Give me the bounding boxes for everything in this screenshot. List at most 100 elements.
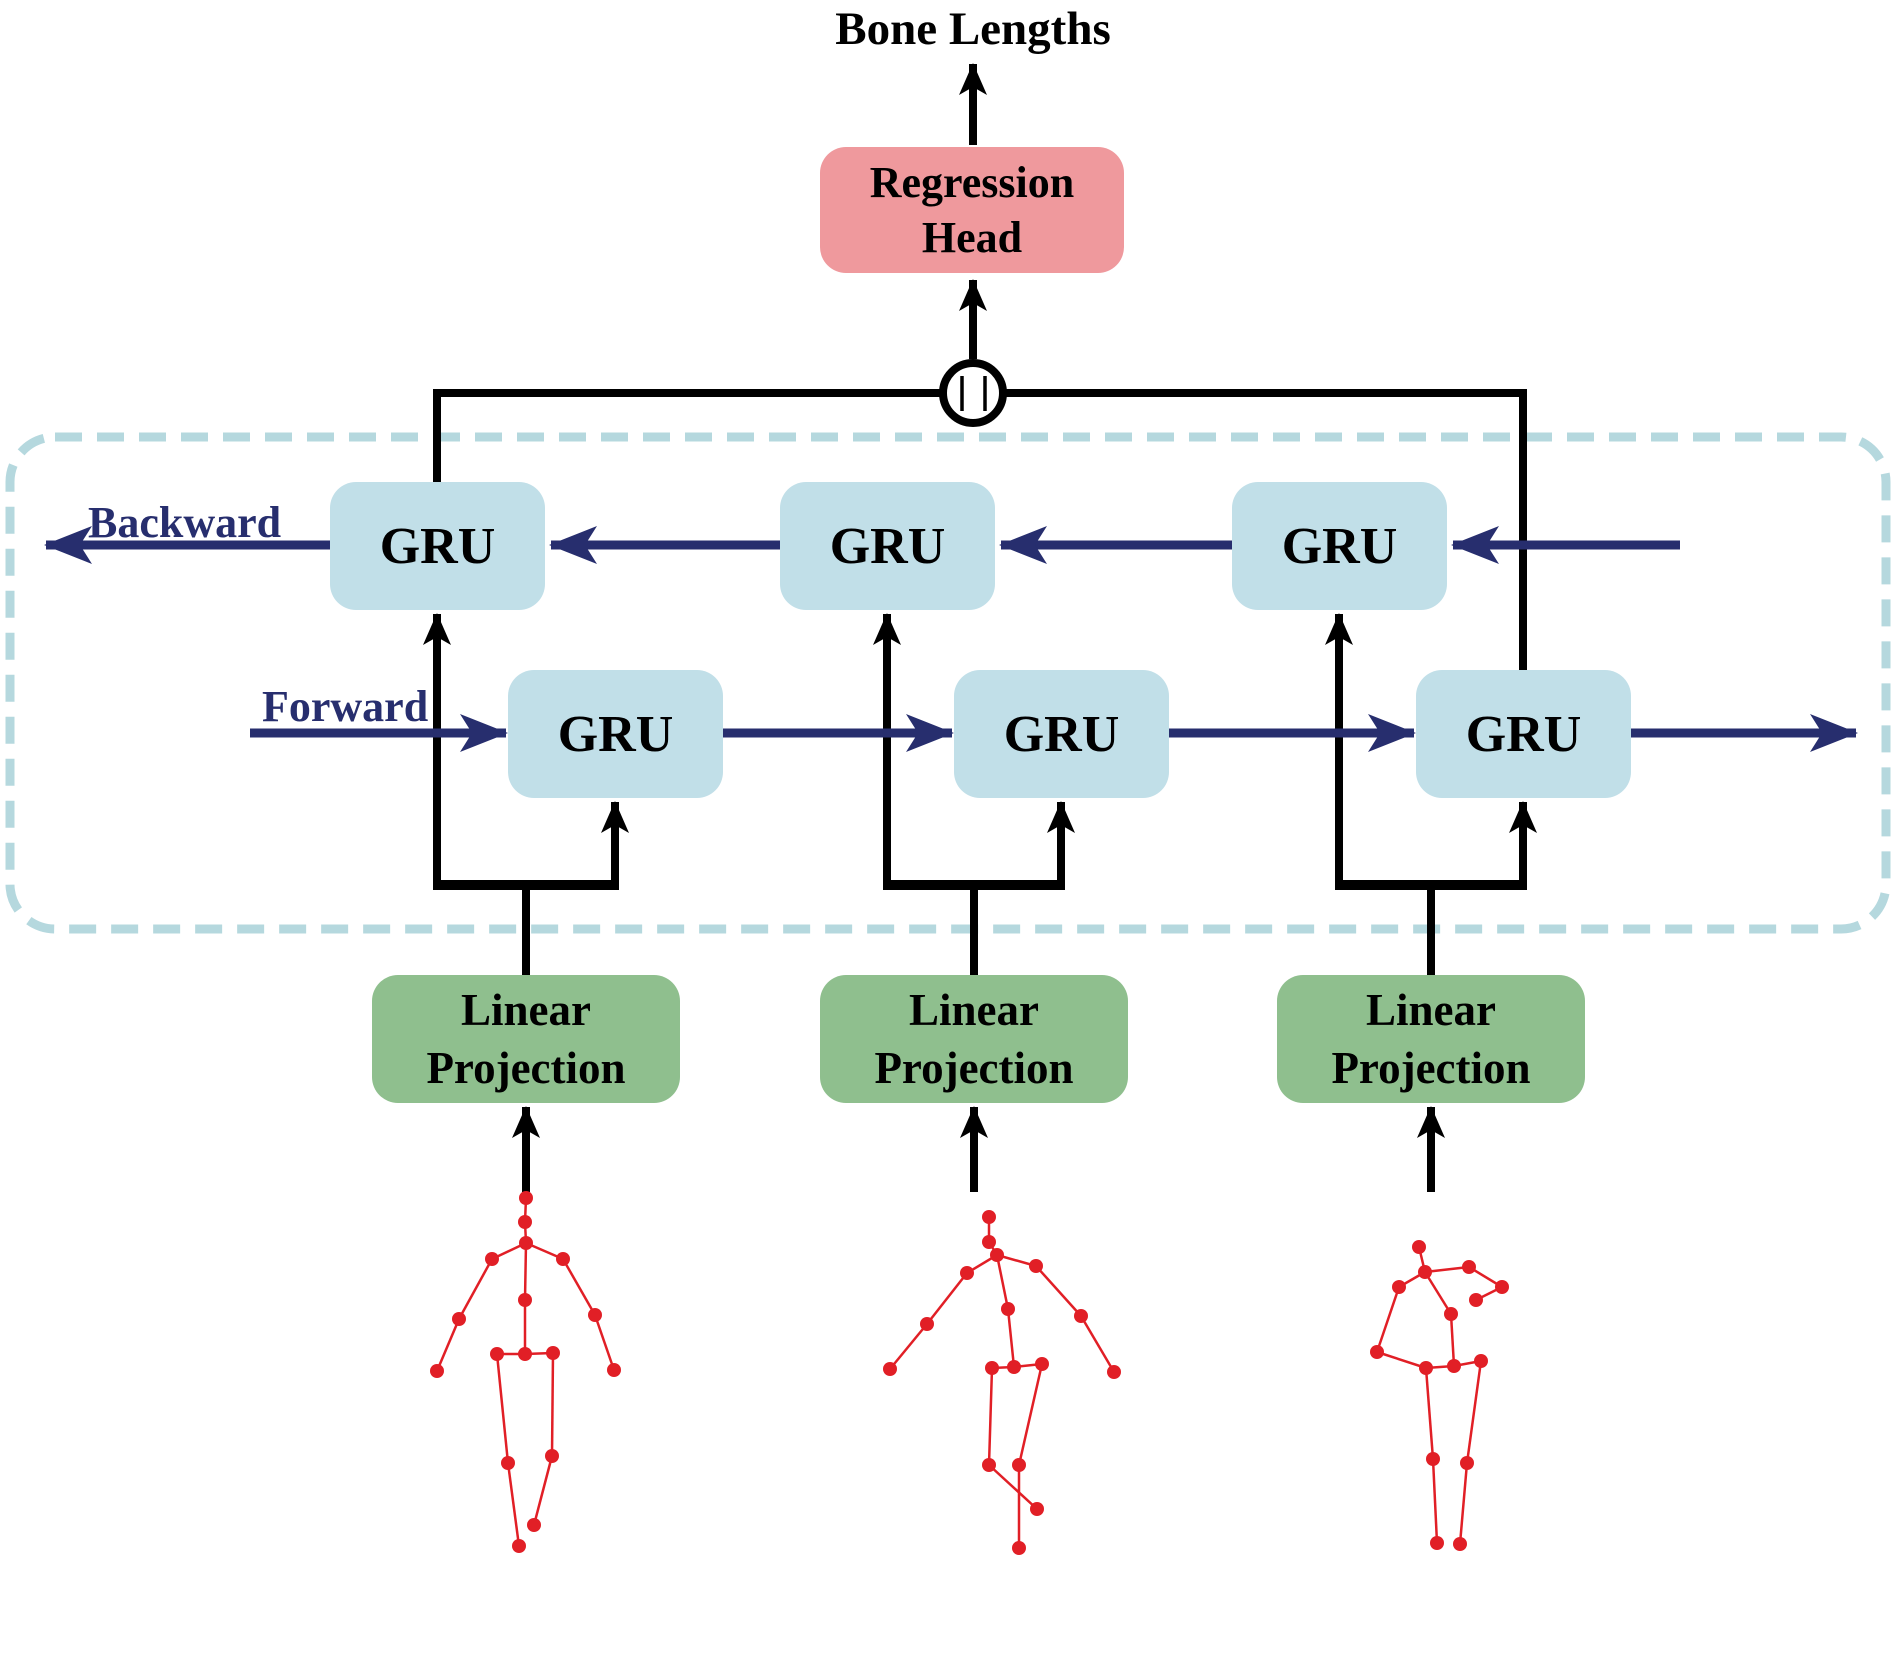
bone-le-lw [435, 1318, 461, 1372]
joint-neck [518, 1215, 532, 1229]
joint-lw [883, 1362, 897, 1376]
backward-gru-2: GRU [780, 482, 995, 610]
joint-re [588, 1308, 602, 1322]
joint-ls [960, 1266, 974, 1280]
joint-head [519, 1191, 533, 1205]
backward-gru-3: GRU [1232, 482, 1447, 610]
joint-lk [982, 1458, 996, 1472]
skeleton-pose-2 [883, 1210, 1121, 1555]
concat-icon [939, 359, 1007, 427]
joint-neck [982, 1235, 996, 1249]
backward-direction-label: Backward [88, 498, 282, 547]
bone-rh-rk [550, 1352, 555, 1457]
bone-lk-la [988, 1464, 1038, 1510]
joint-lh [985, 1361, 999, 1375]
bone-chest-pc [1006, 1308, 1016, 1368]
bone-rk-ra [1458, 1462, 1469, 1545]
bone-lh-lk [987, 1367, 994, 1466]
joint-ra [1453, 1537, 1467, 1551]
joint-rh [546, 1346, 560, 1360]
joint-rs [556, 1252, 570, 1266]
bone-le-lh [1376, 1350, 1427, 1370]
bone-lh-lk [1424, 1367, 1435, 1460]
joint-head [982, 1210, 996, 1224]
joint-rs [1462, 1260, 1476, 1274]
output-title: Bone Lengths [835, 3, 1111, 55]
bone-ls-le [926, 1272, 968, 1325]
bone-rh-rk [1017, 1363, 1044, 1466]
bone-rs-re [561, 1258, 597, 1316]
lp3-line1: Linear [1366, 984, 1496, 1035]
bone-sc-chest [995, 1254, 1010, 1310]
joint-la [1430, 1536, 1444, 1550]
bone-lk-la [1431, 1458, 1439, 1544]
regression-head-line1: Regression [869, 158, 1075, 207]
joint-pc [1007, 1360, 1021, 1374]
joint-le [452, 1312, 466, 1326]
bone-rh-rk [1465, 1360, 1483, 1464]
joint-pc [518, 1347, 532, 1361]
forward-gru-1: GRU [508, 670, 723, 798]
joint-ra [1012, 1541, 1026, 1555]
lp2-line2: Projection [874, 1043, 1074, 1093]
navy-connectors [44, 526, 1858, 752]
bone-re-rw [1079, 1315, 1116, 1373]
linear-projection-1: Linear Projection [372, 975, 680, 1103]
regression-head-line2: Head [921, 213, 1023, 262]
joint-rw [607, 1363, 621, 1377]
lp3-line2: Projection [1331, 1043, 1531, 1093]
bone-ls-le [457, 1258, 494, 1320]
joint-rw [1107, 1365, 1121, 1379]
lp2-line1: Linear [909, 984, 1039, 1035]
bone-lk-la [506, 1462, 521, 1547]
joint-lw [430, 1364, 444, 1378]
joint-lh [1419, 1361, 1433, 1375]
bone-sc-chest [1423, 1271, 1453, 1315]
joint-rh [1035, 1357, 1049, 1371]
joint-rs [1029, 1259, 1043, 1273]
joint-ra [527, 1518, 541, 1532]
joint-lh [490, 1347, 504, 1361]
bone-ls-le [1375, 1286, 1401, 1353]
skeleton-pose-1 [430, 1191, 621, 1553]
lp1-line2: Projection [426, 1043, 626, 1093]
joint-sc [1418, 1265, 1432, 1279]
joint-chest [1001, 1302, 1015, 1316]
joint-pc [1447, 1359, 1461, 1373]
linear-projection-2: Linear Projection [820, 975, 1128, 1103]
joint-rk [545, 1449, 559, 1463]
backward-gru-1: GRU [330, 482, 545, 610]
bone-le-lw [889, 1323, 928, 1370]
joint-lk [1426, 1452, 1440, 1466]
joint-sc [519, 1236, 533, 1250]
joint-le [920, 1317, 934, 1331]
joint-la [512, 1539, 526, 1553]
bone-chest-pc [1449, 1313, 1456, 1367]
joint-la [1030, 1502, 1044, 1516]
bone-sc-chest [523, 1242, 528, 1301]
joint-rw [1469, 1293, 1483, 1307]
joint-le [1370, 1345, 1384, 1359]
forward-direction-label: Forward [262, 682, 429, 731]
bigru-dashed-frame [5, 432, 1891, 934]
joint-rh [1474, 1354, 1488, 1368]
skeleton-poses [430, 1191, 1509, 1555]
bone-lh-lk [495, 1353, 510, 1464]
forward-gru-2: GRU [954, 670, 1169, 798]
joint-re [1074, 1309, 1088, 1323]
joint-rk [1460, 1456, 1474, 1470]
joint-ls [1392, 1280, 1406, 1294]
skeleton-pose-3 [1370, 1240, 1509, 1551]
forward-gru-3: GRU [1416, 670, 1631, 798]
regression-head-box: Regression Head [820, 147, 1124, 273]
bone-rk-ra [532, 1455, 554, 1526]
linear-projection-3: Linear Projection [1277, 975, 1585, 1103]
joint-rk [1012, 1458, 1026, 1472]
joint-lk [501, 1456, 515, 1470]
bone-rs-re [1035, 1265, 1082, 1317]
joint-sc [990, 1248, 1004, 1262]
bone-re-rw [593, 1314, 616, 1371]
joint-chest [518, 1293, 532, 1307]
bone-sc-rs [1424, 1265, 1470, 1274]
